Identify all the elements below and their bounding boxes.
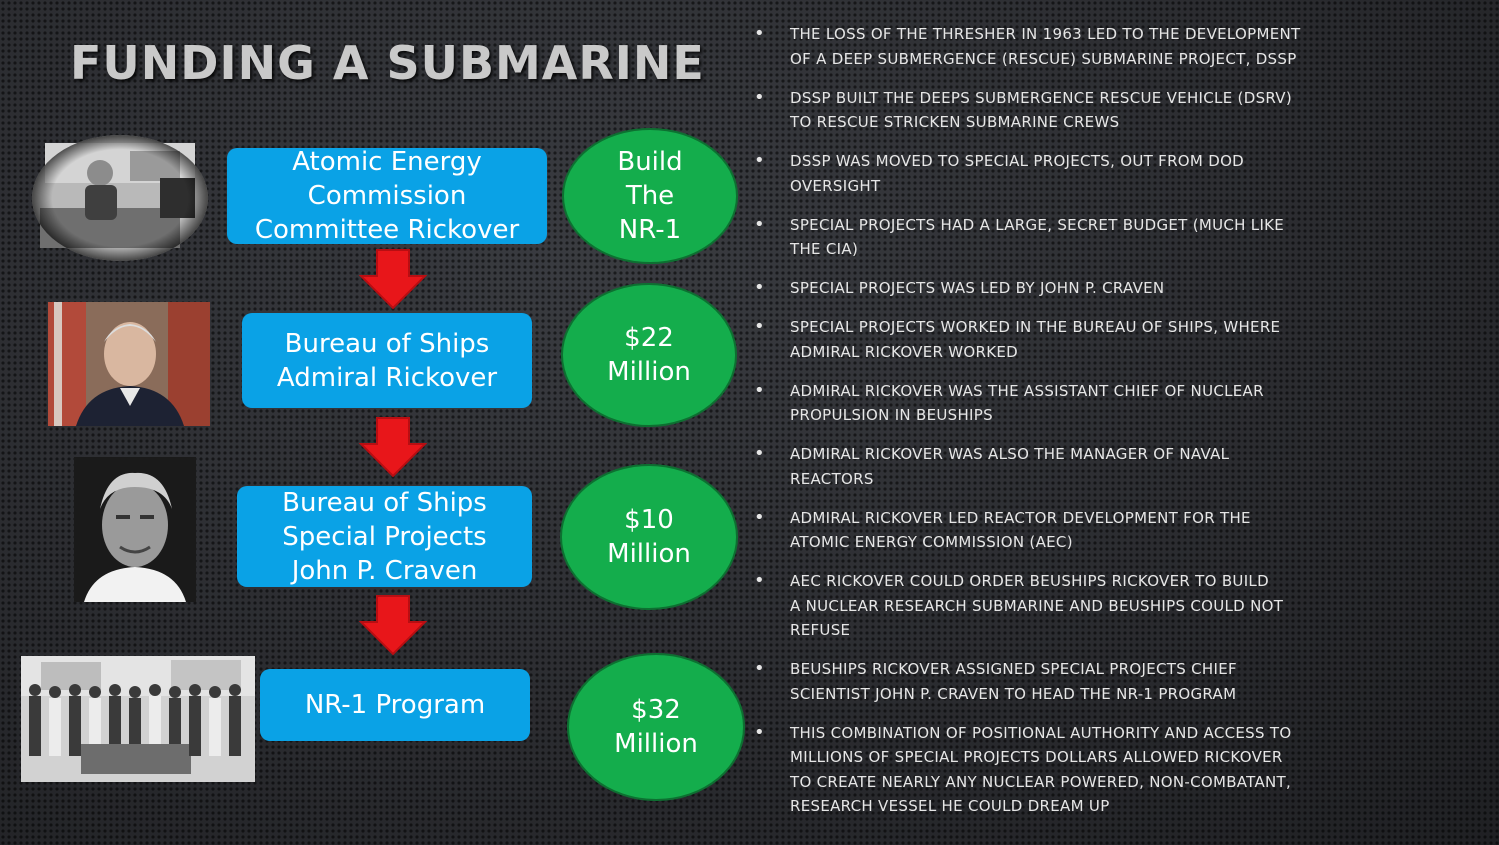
list-item: Special Projects worked in the Bureau of… xyxy=(752,315,1452,364)
box-bureau-of-ships-rickover: Bureau of Ships Admiral Rickover xyxy=(242,313,532,408)
circle-build-the-nr1: Build The NR-1 xyxy=(562,128,738,264)
photo-john-craven xyxy=(74,457,196,602)
photo-nr1-team xyxy=(21,656,255,782)
box-bureau-of-ships-special-projects: Bureau of Ships Special Projects John P.… xyxy=(237,486,532,587)
list-item: Admiral Rickover was the Assistant Chief… xyxy=(752,379,1452,428)
list-item: Admiral Rickover led Reactor development… xyxy=(752,506,1452,555)
circle-22-million: $22 Million xyxy=(561,283,737,427)
list-item: Admiral Rickover was also the manager of… xyxy=(752,442,1452,491)
photo-rickover-desk xyxy=(30,133,210,263)
list-item: Special Projects was led by John P. Crav… xyxy=(752,276,1452,301)
list-item: DSSP built the Deeps Submergence Rescue … xyxy=(752,86,1452,135)
photo-admiral-rickover xyxy=(48,302,210,426)
box-nr1-program: NR-1 Program xyxy=(260,669,530,741)
arrow-down-icon xyxy=(359,249,427,310)
box-atomic-energy-commission: Atomic Energy Commission Committee Ricko… xyxy=(227,147,547,245)
arrow-down-icon xyxy=(359,417,427,478)
arrow-down-icon xyxy=(359,595,427,656)
list-item: The loss of the Thresher in 1963 led to … xyxy=(752,22,1452,71)
list-item: Special Projects had a large, secret bud… xyxy=(752,213,1452,262)
slide-title: FUNDING A SUBMARINE xyxy=(70,36,705,90)
list-item: This combination of positional authority… xyxy=(752,721,1452,819)
circle-10-million: $10 Million xyxy=(560,464,738,610)
circle-32-million: $32 Million xyxy=(567,653,745,801)
bullet-list: The loss of the Thresher in 1963 led to … xyxy=(752,22,1452,833)
list-item: DSSP was moved to Special Projects, out … xyxy=(752,149,1452,198)
list-item: AEC Rickover could order BEUSHIPS Rickov… xyxy=(752,569,1452,643)
list-item: BEUSHIPS Rickover assigned Special Proje… xyxy=(752,657,1452,706)
